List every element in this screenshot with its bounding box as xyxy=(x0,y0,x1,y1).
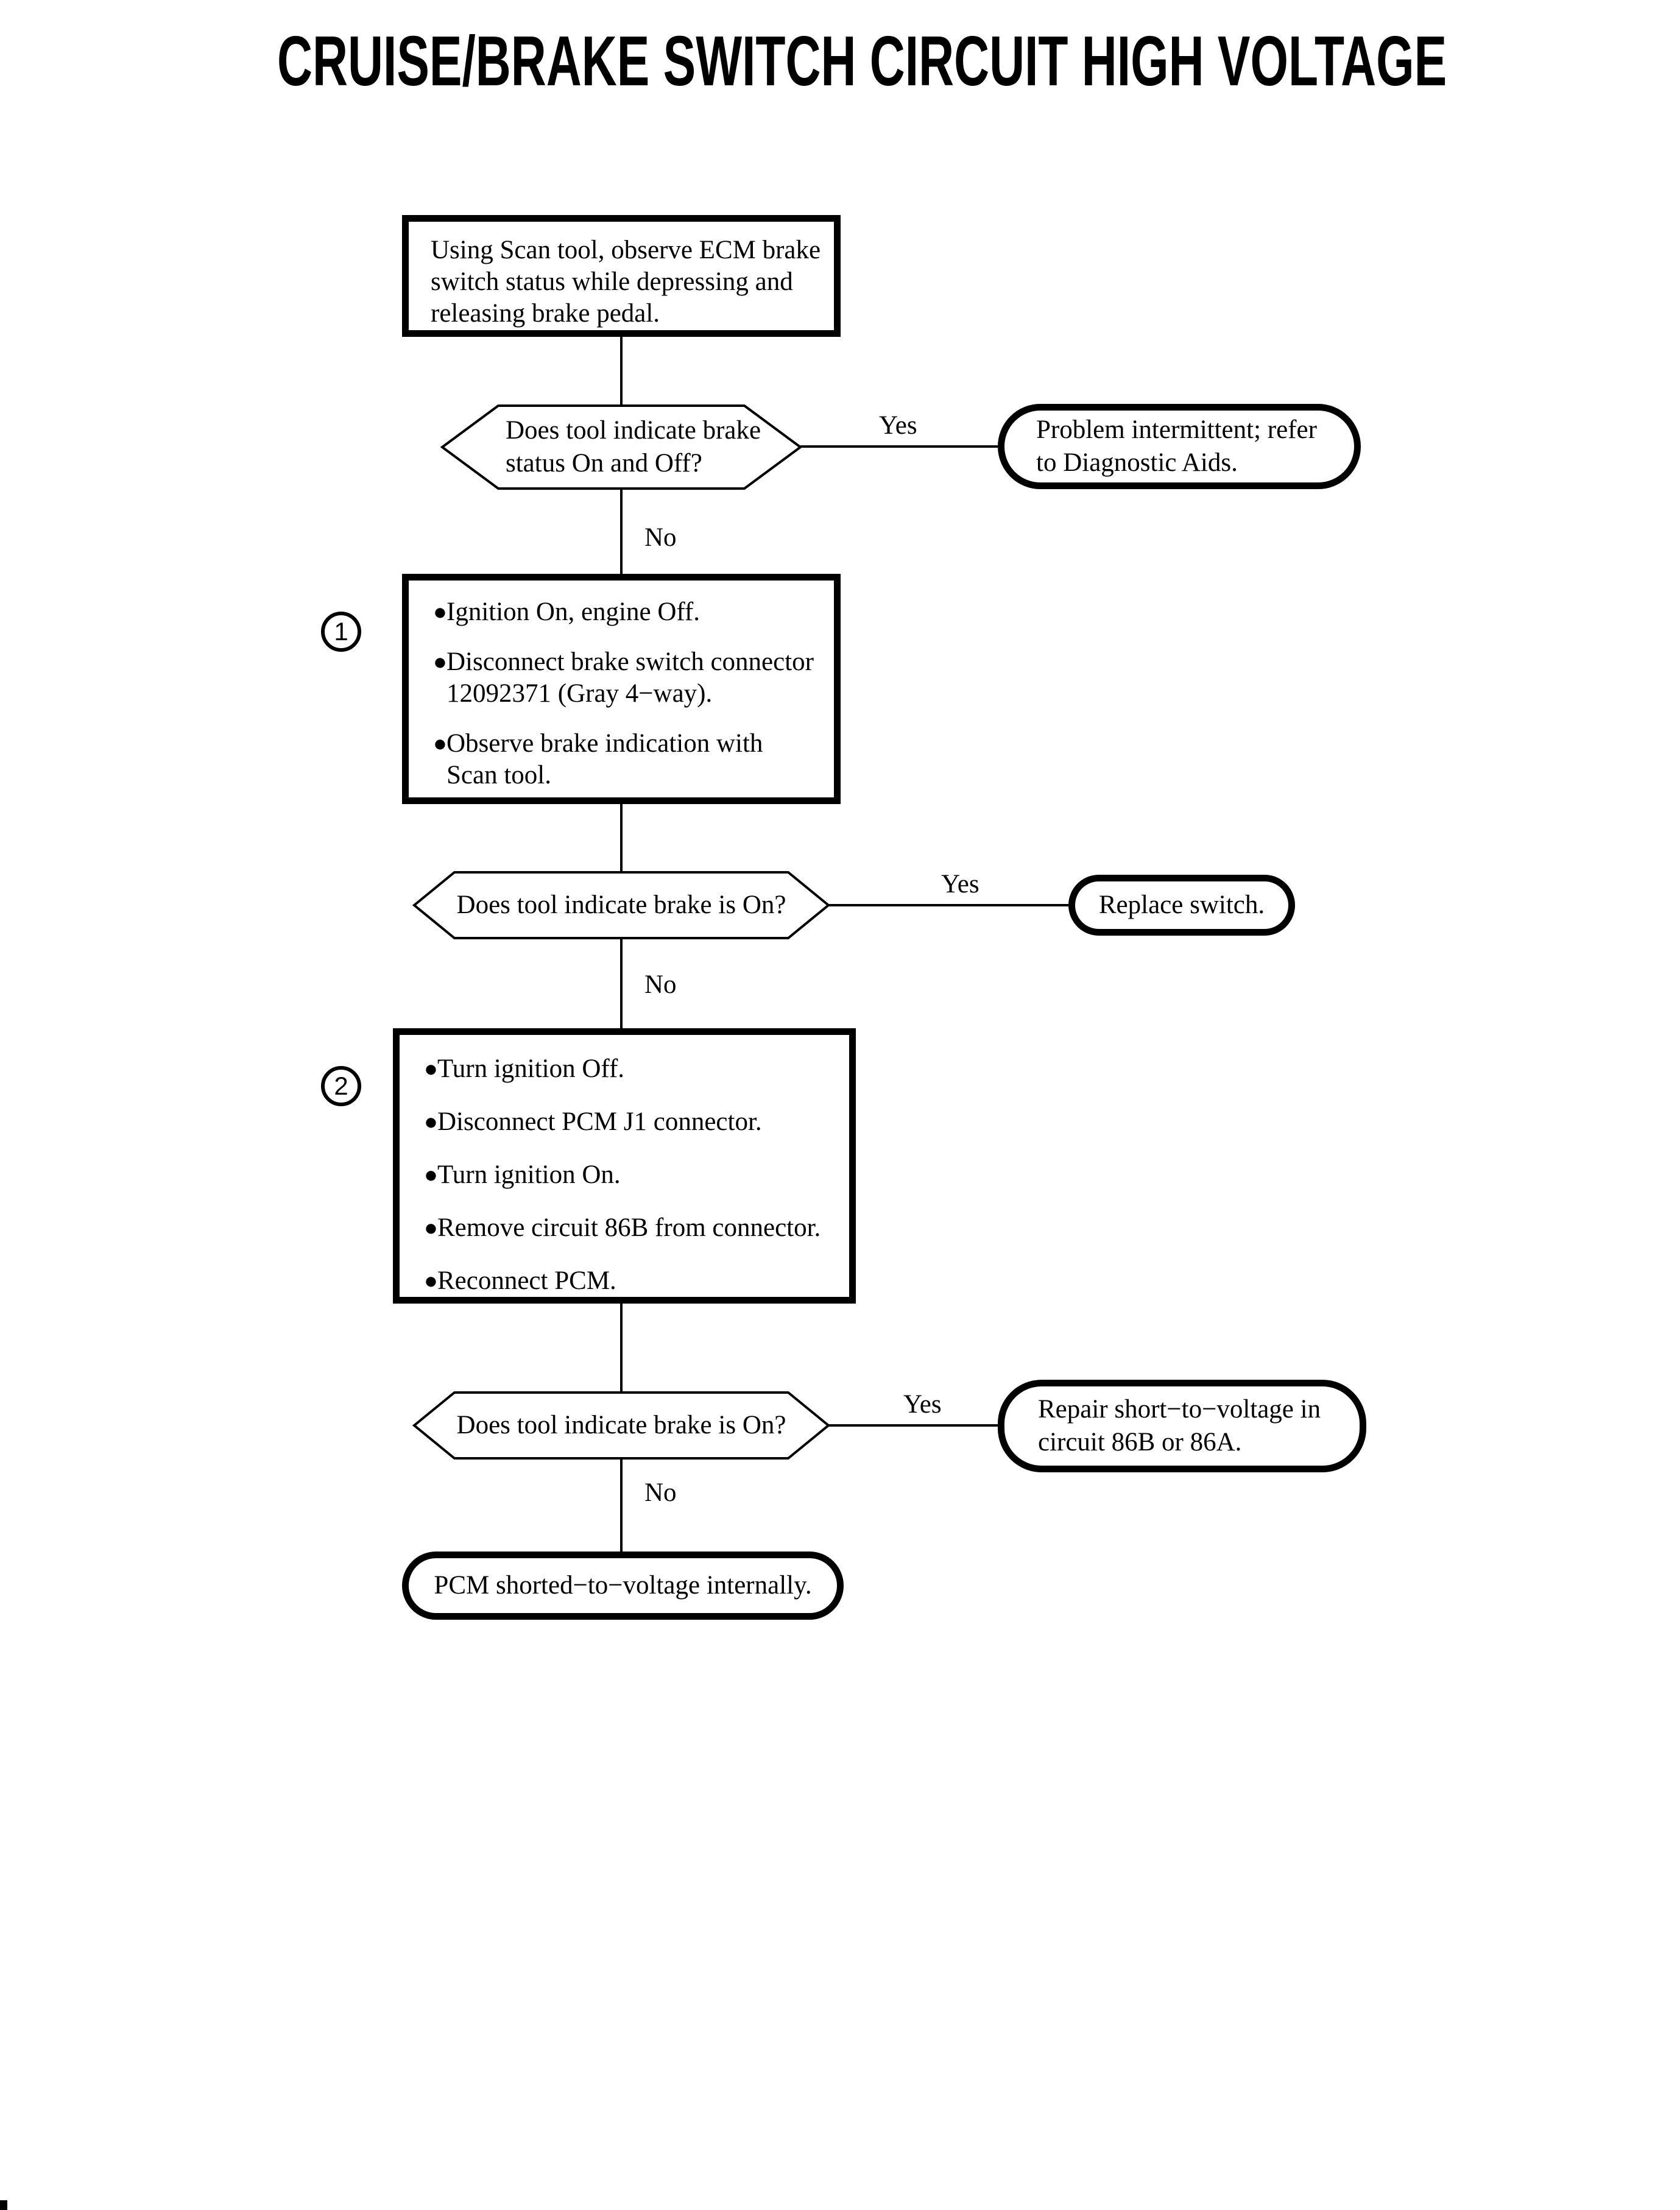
decision3-no-label: No xyxy=(644,1478,677,1507)
bullet-icon: ● xyxy=(424,1056,438,1082)
bullet-icon: ● xyxy=(424,1109,438,1135)
result-repair-short: Repair short−to−voltage in circuit 86B o… xyxy=(998,1380,1366,1472)
step1-item-line: Scan tool. xyxy=(446,761,551,789)
decision1-line: status On and Off? xyxy=(506,449,702,478)
step2-item-line: Turn ignition Off. xyxy=(437,1054,625,1083)
decision3-text: Does tool indicate brake is On? xyxy=(414,1409,828,1442)
step1-item-line: 12092371 (Gray 4−way). xyxy=(446,679,713,708)
decision3-yes-label: Yes xyxy=(903,1390,942,1419)
step1-number-circle: 1 xyxy=(321,612,361,652)
step2-bullet-list: ● Turn ignition Off. ● Disconnect PCM J1… xyxy=(400,1053,849,1297)
result2-line: Replace switch. xyxy=(1098,891,1265,919)
step2-number-circle: 2 xyxy=(321,1066,361,1106)
start-box-line: releasing brake pedal. xyxy=(431,299,660,328)
step2-item-line: Reconnect PCM. xyxy=(437,1266,616,1295)
bullet-icon: ● xyxy=(424,1215,438,1241)
start-box-text: Using Scan tool, observe ECM brake switc… xyxy=(431,235,821,330)
start-box-line: switch status while depressing and xyxy=(431,267,793,296)
scan-artifact-speck xyxy=(0,2200,7,2210)
step1-box: ● Ignition On, engine Off. ● Disconnect … xyxy=(402,574,841,804)
decision2-line: Does tool indicate brake is On? xyxy=(456,891,786,919)
step2-item: ● Turn ignition On. xyxy=(400,1159,849,1191)
page-title: CRUISE/BRAKE SWITCH CIRCUIT HIGH VOLTAGE xyxy=(277,21,1447,101)
decision2-yes-label: Yes xyxy=(941,870,979,898)
decision1-text: Does tool indicate brake status On and O… xyxy=(506,414,761,480)
step2-item-line: Remove circuit 86B from connector. xyxy=(437,1213,821,1242)
bullet-icon: ● xyxy=(424,1268,438,1294)
bullet-icon: ● xyxy=(433,599,447,625)
bullet-icon: ● xyxy=(433,731,447,757)
result1-line: to Diagnostic Aids. xyxy=(1036,448,1238,477)
result-pcm-shorted: PCM shorted−to−voltage internally. xyxy=(402,1552,844,1620)
result3-line: Repair short−to−voltage in xyxy=(1038,1395,1321,1424)
decision1-line: Does tool indicate brake xyxy=(506,416,761,445)
decision2-no-label: No xyxy=(644,970,677,999)
step2-item: ● Disconnect PCM J1 connector. xyxy=(400,1106,849,1138)
step1-number: 1 xyxy=(334,617,348,646)
step2-item: ● Reconnect PCM. xyxy=(400,1265,849,1297)
step2-item: ● Remove circuit 86B from connector. xyxy=(400,1212,849,1244)
step1-item: ● Disconnect brake switch connector 1209… xyxy=(409,646,834,710)
start-box: Using Scan tool, observe ECM brake switc… xyxy=(402,215,841,337)
result1-line: Problem intermittent; refer xyxy=(1036,415,1317,444)
decision1-yes-label: Yes xyxy=(879,411,917,440)
final-result-line: PCM shorted−to−voltage internally. xyxy=(434,1571,812,1600)
decision3-line: Does tool indicate brake is On? xyxy=(456,1411,786,1439)
step2-number: 2 xyxy=(334,1071,348,1100)
decision3-hexagon xyxy=(412,1391,831,1460)
result-replace-switch: Replace switch. xyxy=(1068,875,1295,936)
bullet-icon: ● xyxy=(424,1162,438,1188)
decision1-hexagon xyxy=(440,404,803,490)
decision1-no-label: No xyxy=(644,523,677,552)
step1-item-line: Ignition On, engine Off. xyxy=(446,598,700,626)
start-box-line: Using Scan tool, observe ECM brake xyxy=(431,236,821,264)
decision2-hexagon xyxy=(412,871,831,939)
step2-item: ● Turn ignition Off. xyxy=(400,1053,849,1085)
result-problem-intermittent: Problem intermittent; refer to Diagnosti… xyxy=(998,404,1361,489)
step1-item: ● Observe brake indication with Scan too… xyxy=(409,728,834,791)
step1-item: ● Ignition On, engine Off. xyxy=(409,596,834,628)
step2-box: ● Turn ignition Off. ● Disconnect PCM J1… xyxy=(393,1028,856,1304)
bullet-icon: ● xyxy=(433,649,447,675)
decision2-text: Does tool indicate brake is On? xyxy=(414,889,828,922)
result3-line: circuit 86B or 86A. xyxy=(1038,1428,1242,1456)
step1-bullet-list: ● Ignition On, engine Off. ● Disconnect … xyxy=(409,596,834,791)
step1-item-line: Observe brake indication with xyxy=(446,729,763,758)
step2-item-line: Turn ignition On. xyxy=(437,1160,621,1189)
step1-item-line: Disconnect brake switch connector xyxy=(446,648,814,676)
step2-item-line: Disconnect PCM J1 connector. xyxy=(437,1107,762,1136)
